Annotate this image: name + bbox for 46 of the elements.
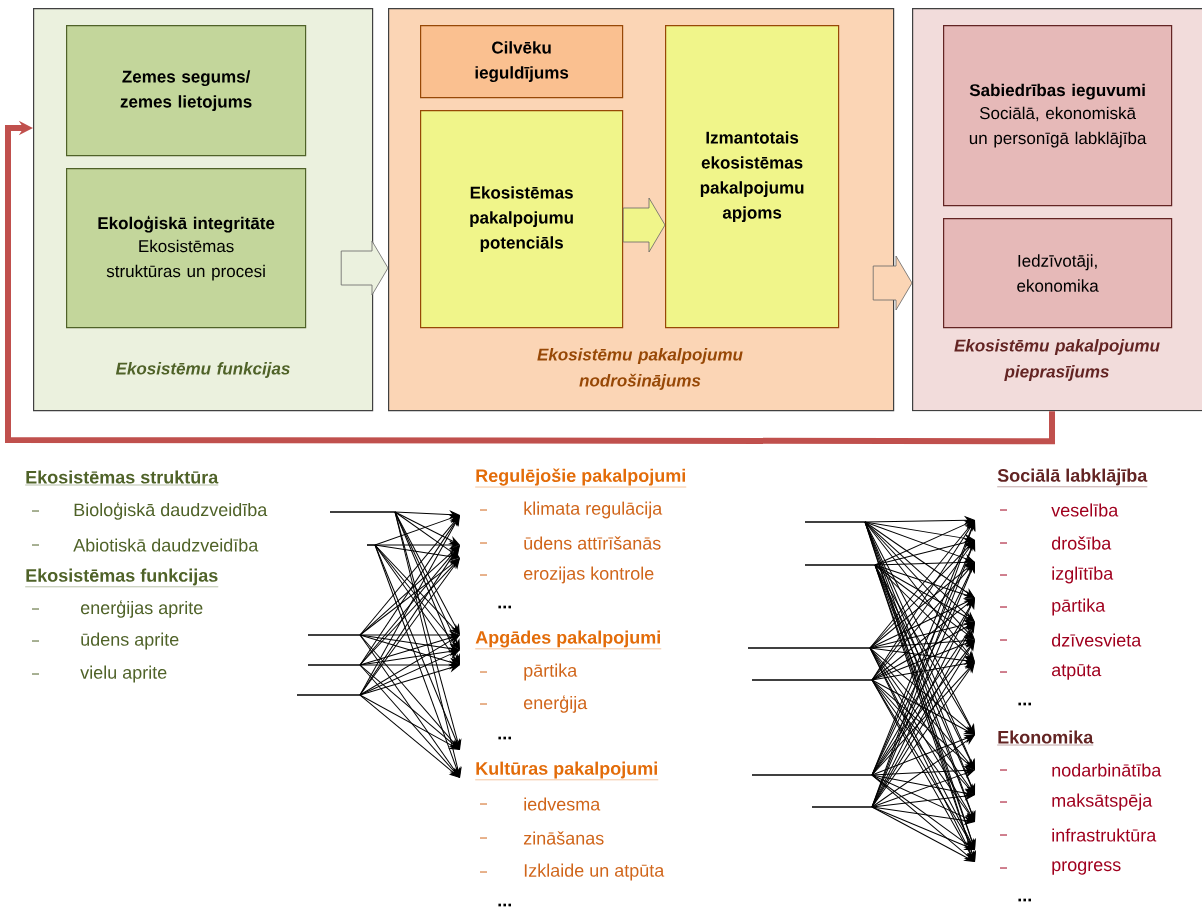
block-arrow	[622, 197, 666, 253]
list-heading: Ekosistēmas struktūra	[25, 470, 219, 486]
ellipsis: ...	[498, 605, 511, 609]
list-item: enerģijas aprite	[80, 600, 203, 618]
ellipsis: ...	[1018, 702, 1031, 706]
list-item: erozijas kontrole	[523, 566, 654, 584]
list-item: Bioloģiskā daudzveidība	[74, 502, 268, 520]
list-heading: Regulējošie pakalpojumi	[475, 468, 687, 488]
list-item: zināšanas	[523, 831, 604, 845]
concept-box: Iedzīvotāji, ekonomika	[943, 218, 1173, 329]
list-item: iedvesma	[524, 797, 601, 811]
list-item: ūdens attīrīšanās	[524, 536, 661, 550]
list-item: maksātspēja	[1052, 793, 1153, 811]
concept-box: Ekoloģiskā integritāte Ekosistēmas struktūras un procesi	[66, 168, 307, 329]
list-item: veselība	[1051, 503, 1119, 517]
ellipsis: ...	[498, 903, 511, 907]
list-item: enerģija	[523, 695, 588, 713]
list-item: progress	[1052, 861, 1121, 875]
list-item: Izklaide un atpūta	[524, 863, 665, 881]
feedback-arrow	[5, 120, 1055, 445]
list-item: dzīvesvieta	[1051, 633, 1142, 647]
ellipsis: ...	[1018, 898, 1031, 902]
concept-box: Ekosistēmas pakalpojumu potenciāls	[420, 110, 624, 329]
list-item: pārtika	[1052, 598, 1106, 616]
concept-box: Cilvēku ieguldījums	[420, 25, 624, 99]
list-heading: Apgādes pakalpojumi	[475, 630, 662, 650]
list-item: izglītība	[1052, 566, 1114, 584]
list-item: infrastruktūra	[1052, 828, 1157, 842]
list-item: nodarbinātība	[1052, 763, 1162, 777]
list-heading: Sociālā labklājība	[997, 468, 1148, 487]
list-item: Abiotiskā daudzveidība	[73, 538, 259, 552]
list-item: drošība	[1051, 536, 1112, 550]
list-heading: Kultūras pakalpojumi	[475, 761, 659, 780]
list-heading: Ekonomika	[997, 730, 1094, 746]
block-arrow	[872, 255, 913, 311]
list-item: vielu aprite	[80, 665, 167, 683]
list-item: pārtika	[524, 663, 578, 681]
concept-box: Izmantotais ekosistēmas pakalpojumu apjoms	[665, 25, 840, 329]
concept-box: Zemes segums/ zemes lietojums	[66, 25, 307, 157]
concept-box: Sabiedrības ieguvumi Sociālā, ekonomiskā un personīgā labklājība	[943, 25, 1173, 207]
list-item: ūdens aprite	[81, 632, 179, 650]
list-item: klimata regulācija	[524, 501, 663, 519]
block-arrow	[340, 240, 389, 296]
list-item: atpūta	[1052, 664, 1102, 680]
list-heading: Ekosistēmas funkcijas	[25, 568, 219, 587]
ellipsis: ...	[498, 736, 511, 740]
